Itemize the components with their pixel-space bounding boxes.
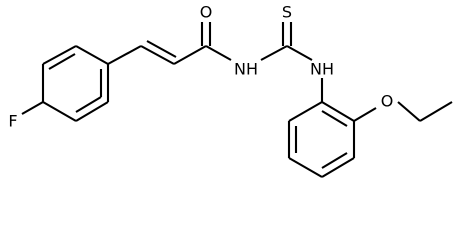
alkene-double-bond xyxy=(146,40,177,58)
bond xyxy=(75,101,109,122)
bond xyxy=(321,157,355,178)
molecule-structure: O S NH NH O F xyxy=(8,3,453,178)
bond xyxy=(107,45,142,65)
atom-label-nh-aryl: NH xyxy=(310,60,334,79)
bond xyxy=(260,45,288,61)
aromatic-double-bond xyxy=(321,152,348,169)
bond xyxy=(288,157,323,178)
atom-label-nh-amide: NH xyxy=(234,60,258,79)
bond xyxy=(286,45,313,61)
ethoxyphenyl-ring xyxy=(287,101,356,178)
atom-label-o-ether: O xyxy=(381,92,394,111)
bond xyxy=(419,101,453,122)
bond xyxy=(205,45,232,61)
atom-label-o-carbonyl: O xyxy=(200,3,213,22)
bond xyxy=(353,107,377,122)
bond xyxy=(288,101,323,122)
bond xyxy=(140,45,175,65)
atom-label-s: S xyxy=(282,3,292,22)
bond xyxy=(173,45,207,65)
bond xyxy=(21,101,44,115)
bond xyxy=(75,45,109,65)
aromatic-double-bond xyxy=(48,53,76,70)
aromatic-double-bond xyxy=(321,110,348,127)
aromatic-double-bond xyxy=(75,96,102,113)
bond xyxy=(321,101,355,122)
bond xyxy=(397,101,421,122)
bond xyxy=(42,101,77,122)
atom-label-f: F xyxy=(8,112,17,131)
bond xyxy=(42,45,77,65)
fluorophenyl-ring xyxy=(41,45,110,122)
